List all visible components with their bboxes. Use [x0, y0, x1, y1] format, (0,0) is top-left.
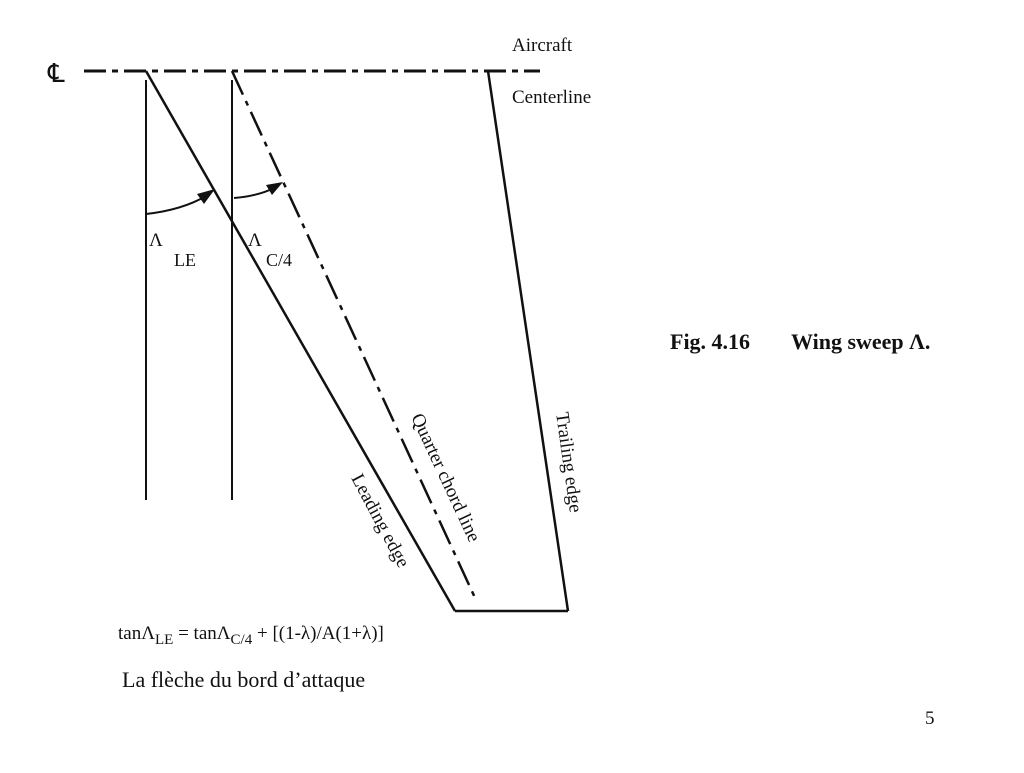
- lambda-c4-subscript: C/4: [266, 250, 292, 270]
- sweep-formula: tanΛLE = tanΛC/4 + [(1-λ)/A(1+λ)]: [118, 623, 384, 648]
- trailing-edge-label: Trailing edge: [551, 411, 586, 514]
- aircraft-label: Aircraft: [512, 35, 573, 56]
- slide-subtitle: La flèche du bord d’attaque: [122, 667, 366, 692]
- lambda-le-subscript: LE: [174, 250, 196, 270]
- formula-subscript-c4: C/4: [231, 632, 253, 648]
- trailing-edge-line: [486, 70, 570, 612]
- formula-subscript-le: LE: [155, 632, 173, 648]
- centerline-label: Centerline: [512, 87, 591, 108]
- quarter-chord-label: Quarter chord line: [406, 410, 484, 545]
- formula-remainder: + [(1-λ)/A(1+λ)]: [252, 623, 384, 644]
- lambda-le-symbol: Λ: [149, 230, 163, 251]
- formula-equals-tan-lambda-c4: = tanΛ: [173, 623, 230, 644]
- quarter-chord-line: [230, 70, 478, 601]
- page-number: 5: [925, 708, 935, 729]
- centerline-symbol: ℄: [47, 59, 65, 88]
- figure-number: Fig. 4.16: [670, 329, 750, 354]
- lambda-c4-symbol: Λ: [248, 230, 262, 251]
- figure-title: Wing sweep Λ.: [791, 329, 930, 354]
- lambda-c4-arrowhead: [266, 182, 283, 195]
- formula-tan-lambda-le: tanΛ: [118, 623, 155, 644]
- leading-edge-line: [144, 70, 457, 612]
- lambda-c4-arc: [233, 187, 275, 199]
- lambda-le-arrowhead: [197, 189, 215, 204]
- lambda-le-arc: [145, 195, 207, 215]
